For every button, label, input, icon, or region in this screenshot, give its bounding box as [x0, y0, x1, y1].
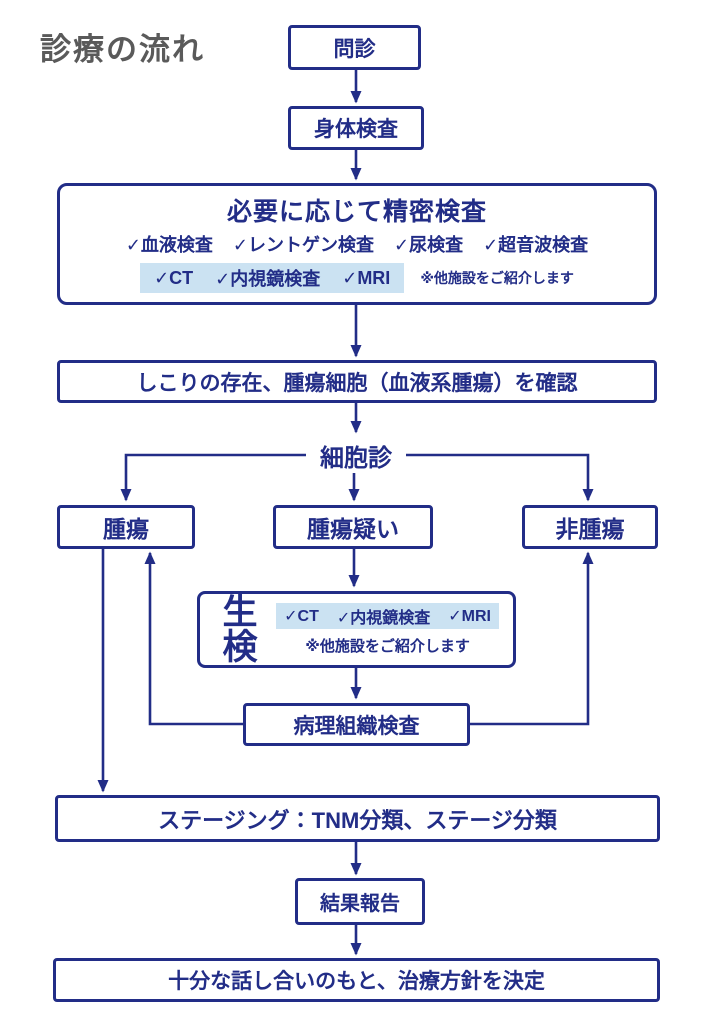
referral-note: ※他施設をご紹介します [420, 270, 574, 286]
check-item: ✓超音波検査 [483, 235, 589, 255]
node-histopathology-label: 病理組織検査 [293, 714, 420, 738]
check-item: ✓CT [284, 608, 319, 625]
highlight-band: ✓CT ✓内視鏡検査 ✓MRI [276, 603, 499, 629]
check-item: ✓CT [154, 267, 194, 288]
node-report: 結果報告 [295, 878, 425, 925]
node-biopsy: 生検 ✓CT ✓内視鏡検査 ✓MRI ※他施設をご紹介します [197, 591, 516, 668]
node-tumor-suspect: 腫瘍疑い [273, 505, 433, 549]
node-biopsy-label: 生検 [222, 592, 258, 667]
page-title: 診療の流れ [40, 32, 205, 67]
node-report-label: 結果報告 [320, 893, 400, 915]
check-item: ✓MRI [448, 608, 491, 625]
detailed-exam-heading: 必要に応じて精密検査 [226, 198, 487, 226]
check-item: ✓内視鏡検査 [336, 610, 431, 627]
node-detailed-exam: 必要に応じて精密検査 ✓血液検査 ✓レントゲン検査 ✓尿検査 ✓超音波検査 ✓C… [57, 183, 657, 305]
node-non-tumor: 非腫瘍 [522, 505, 658, 549]
node-staging-label: ステージング：TNM分類、ステージ分類 [158, 807, 557, 833]
detailed-exam-check-row: ✓血液検査 ✓レントゲン検査 ✓尿検査 ✓超音波検査 [126, 229, 588, 261]
biopsy-details: ✓CT ✓内視鏡検査 ✓MRI ※他施設をご紹介します [276, 603, 499, 656]
node-staging: ステージング：TNM分類、ステージ分類 [55, 795, 660, 842]
check-item: ✓レントゲン検査 [232, 235, 374, 255]
referral-note: ※他施設をご紹介します [305, 638, 470, 655]
node-physical-exam-label: 身体検査 [314, 118, 398, 141]
node-cytology-label: 細胞診 [320, 445, 392, 472]
node-confirm: しこりの存在、腫瘍細胞（血液系腫瘍）を確認 [57, 360, 657, 403]
node-tumor-label: 腫瘍 [103, 516, 149, 542]
highlight-band: ✓CT ✓内視鏡検査 ✓MRI [140, 263, 405, 293]
node-decision: 十分な話し合いのもと、治療方針を決定 [53, 958, 660, 1002]
check-item: ✓内視鏡検査 [215, 269, 321, 289]
node-tumor-suspect-label: 腫瘍疑い [307, 516, 399, 542]
node-interview-label: 問診 [333, 37, 376, 61]
node-physical-exam: 身体検査 [288, 106, 424, 150]
node-non-tumor-label: 非腫瘍 [555, 516, 625, 542]
node-cytology: 細胞診 [306, 438, 406, 473]
check-item: ✓尿検査 [394, 235, 464, 255]
arrow-cytology-to-nontumor [396, 453, 594, 502]
check-item: ✓MRI [342, 267, 391, 288]
node-decision-label: 十分な話し合いのもと、治療方針を決定 [168, 970, 545, 993]
detailed-exam-highlight-row: ✓CT ✓内視鏡検査 ✓MRI ※他施設をご紹介します [140, 263, 574, 293]
check-item: ✓血液検査 [125, 235, 213, 255]
node-confirm-label: しこりの存在、腫瘍細胞（血液系腫瘍）を確認 [136, 371, 578, 395]
node-tumor: 腫瘍 [57, 505, 195, 549]
node-interview: 問診 [288, 25, 421, 70]
arrow-cytology-to-tumor [120, 453, 318, 502]
node-histopathology: 病理組織検査 [243, 703, 470, 746]
